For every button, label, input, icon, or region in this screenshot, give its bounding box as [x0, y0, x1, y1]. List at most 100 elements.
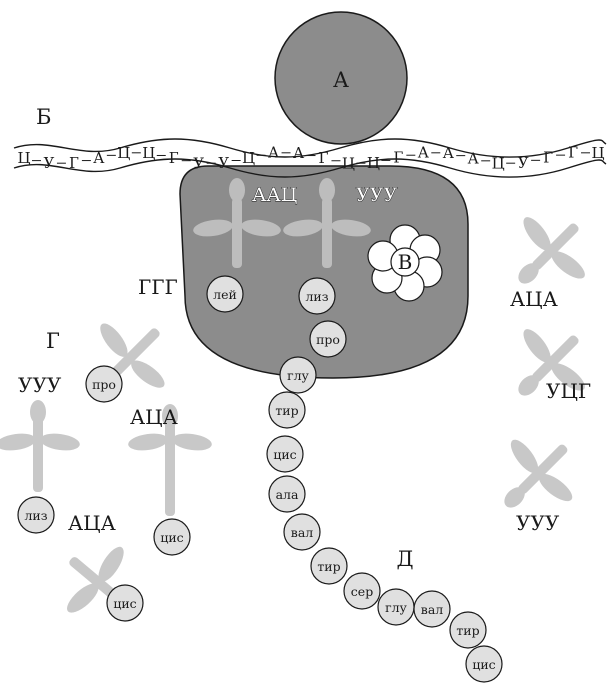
mrna-letter: А	[93, 149, 105, 167]
svg-text:лиз: лиз	[305, 289, 328, 304]
mrna-letter: У	[518, 154, 529, 172]
mrna-letter: А	[443, 144, 455, 162]
chain-bead-label: про	[316, 332, 340, 347]
chain-amino-acid: цис	[465, 645, 503, 683]
aa-free-liz: лиз	[17, 496, 55, 534]
label-a: А	[333, 68, 349, 92]
trna-free-cis-low	[67, 546, 136, 615]
mrna-letter: Ц	[367, 154, 380, 172]
trna-free-cis-mid	[128, 404, 212, 516]
chain-amino-acid: ала	[268, 475, 306, 513]
chain-bead	[309, 320, 347, 358]
chain-bead-label: глу	[287, 368, 309, 383]
chain-bead	[465, 645, 503, 683]
codon-ribosome-left: ААЦ	[252, 184, 297, 206]
mrna-letter: Г	[568, 144, 578, 162]
chain-bead-label: цис	[273, 447, 296, 462]
aa-free-pro: про	[85, 365, 123, 403]
chain-amino-acid: глу	[279, 356, 317, 394]
aa-free-cis-low: цис	[106, 584, 144, 622]
chain-bead	[283, 513, 321, 551]
trna-empty-uuu	[504, 439, 573, 508]
mrna-letter: Ц	[591, 144, 604, 162]
chain-bead-label: глу	[385, 600, 407, 615]
codon-aca-mid: АЦА	[130, 405, 178, 429]
chain-bead-label: вал	[421, 602, 443, 617]
mrna-letter: Ц	[492, 154, 505, 172]
chain-bead	[310, 547, 348, 585]
chain-bead-label: цис	[472, 657, 495, 672]
chain-bead	[268, 475, 306, 513]
label-g: Г	[46, 329, 60, 353]
chain-bead	[343, 572, 381, 610]
chain-amino-acid: тир	[449, 611, 487, 649]
chain-bead	[413, 590, 451, 628]
mrna-letter: Г	[543, 149, 553, 167]
mrna-letter: У	[193, 154, 204, 172]
chain-bead-label: тир	[456, 623, 479, 638]
aa-ribosome-left: лей	[206, 275, 244, 313]
trna-ribosome-right	[283, 178, 371, 268]
mrna-letter: Г	[69, 154, 79, 172]
mrna-letter: А	[268, 144, 280, 162]
chain-bead-label: тир	[317, 559, 340, 574]
svg-text:цис: цис	[113, 596, 136, 611]
codon-ribosome-right: УУУ	[356, 184, 397, 206]
mrna-letter: У	[44, 154, 55, 172]
label-v: В	[398, 250, 413, 274]
mrna-letter: Г	[169, 149, 179, 167]
chain-bead-label: вал	[291, 525, 313, 540]
svg-text:про: про	[92, 377, 116, 392]
mrna-letter: А	[418, 144, 430, 162]
codon-aca-low: АЦА	[68, 511, 116, 535]
chain-amino-acid: сер	[343, 572, 381, 610]
chain-bead-label: тир	[275, 403, 298, 418]
chain-bead	[449, 611, 487, 649]
codon-aca-right: АЦА	[510, 287, 558, 311]
chain-amino-acid: тир	[268, 391, 306, 429]
mrna-letter: Ц	[117, 144, 130, 162]
codon-ggg: ГГГ	[138, 275, 178, 299]
chain-amino-acid: вал	[283, 513, 321, 551]
chain-bead-label: ала	[276, 487, 299, 502]
mrna-letter: У	[218, 154, 229, 172]
enzyme-v: В	[367, 224, 443, 302]
mrna-letter: Г	[393, 149, 403, 167]
mrna-letter: Ц	[342, 154, 355, 172]
label-b: Б	[36, 105, 51, 129]
label-d: Д	[396, 547, 413, 571]
chain-bead	[268, 391, 306, 429]
trna-empty-aca	[518, 217, 585, 284]
svg-text:лиз: лиз	[24, 508, 47, 523]
ribosome-large-subunit	[179, 165, 469, 379]
chain-bead	[279, 356, 317, 394]
trna-ribosome-left	[193, 178, 281, 268]
chain-amino-acid: вал	[413, 590, 451, 628]
chain-amino-acid: тир	[310, 547, 348, 585]
codon-uuu-right: УУУ	[516, 511, 560, 535]
codon-ucg-right: УЦГ	[546, 379, 591, 403]
mrna-letter: А	[293, 144, 305, 162]
codon-uuu-left: УУУ	[18, 373, 62, 397]
chain-bead-label: сер	[351, 584, 373, 599]
trna-empty-ucg	[518, 329, 585, 396]
mrna-letter: Ц	[142, 144, 155, 162]
chain-amino-acid: глу	[377, 588, 415, 626]
chain-amino-acid: про	[309, 320, 347, 358]
chain-bead	[266, 435, 304, 473]
ribosome-small-subunit: А	[274, 11, 408, 145]
mrna-letter: Ц	[17, 149, 30, 167]
mrna-letter: Г	[319, 149, 329, 167]
chain-amino-acid: цис	[266, 435, 304, 473]
mrna-letter: Ц	[242, 149, 255, 167]
svg-text:лей: лей	[213, 287, 237, 302]
svg-text:цис: цис	[160, 530, 183, 545]
mrna-letter: А	[468, 149, 480, 167]
aa-ribosome-right: лиз	[298, 277, 336, 315]
trna-free-liz	[0, 400, 80, 492]
aa-free-cis-mid: цис	[153, 518, 191, 556]
